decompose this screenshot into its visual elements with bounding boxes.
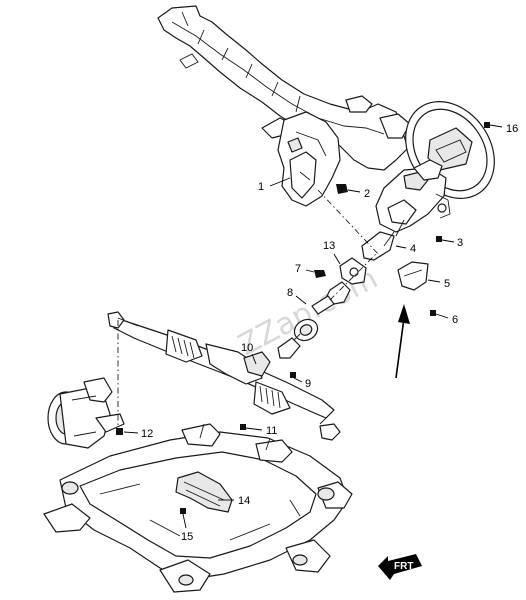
intermediate-shaft-seal [339,257,367,285]
callout-4: 4 [410,243,416,255]
callout-14: 14 [238,495,250,507]
steering-support-bracket [277,111,341,207]
callout-1: 1 [258,181,264,193]
nut-12 [116,428,123,435]
callout-12: 12 [141,428,153,440]
callout-9: 9 [305,378,311,390]
callout-16: 16 [506,123,518,135]
callout-11: 11 [266,425,277,437]
column-cover-bracket [397,261,429,291]
knuckle-assembly [47,377,125,449]
frt-label: FRT [394,561,413,572]
callout-7: 7 [295,263,301,275]
callout-15: 15 [181,531,193,543]
leader-lines [123,124,503,529]
nut-16 [484,122,490,128]
fasteners [116,122,490,514]
callout-6: 6 [452,314,458,326]
callouts: 1 2 3 4 5 6 7 8 9 10 11 12 13 14 15 16 [141,123,518,543]
callout-8: 8 [287,287,293,299]
callout-3: 3 [457,237,463,249]
callout-5: 5 [444,278,450,290]
front-subframe [43,423,353,593]
bolt-2 [336,184,348,194]
heat-shield [175,471,233,513]
callout-2: 2 [364,188,370,200]
callout-13: 13 [323,240,335,252]
bolt-3 [436,236,442,242]
centre-lines [117,189,381,426]
steering-gear [107,311,341,441]
direction-arrow [395,304,410,379]
bolt-9 [290,372,296,378]
bolt-11 [240,424,246,430]
bolt-15 [180,508,186,514]
bolt-7 [314,270,326,278]
bolt-6 [430,310,436,316]
steering-column [361,159,451,261]
callout-10: 10 [241,342,253,354]
frt-symbol: FRT [378,554,422,580]
